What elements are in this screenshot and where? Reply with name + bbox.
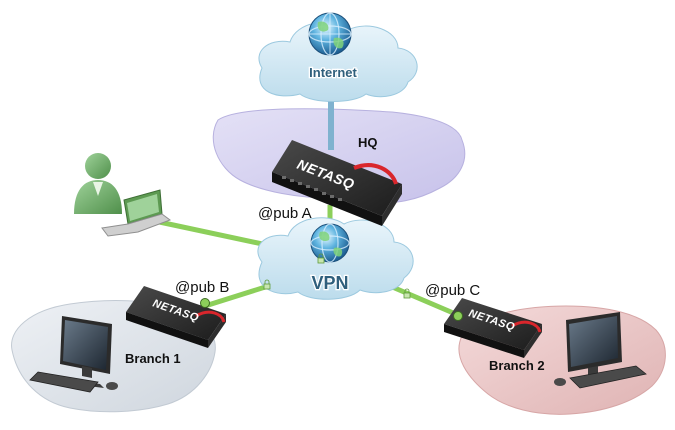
branch2-label: Branch 2 xyxy=(489,358,545,373)
link-branch2-vpn xyxy=(389,283,459,318)
internet-label: Internet xyxy=(309,65,357,80)
pub-c-label: @pub C xyxy=(425,282,480,299)
laptop-icon xyxy=(101,189,172,237)
status-led-icon xyxy=(453,311,463,321)
hq-firewall: NETASQ xyxy=(272,140,402,226)
pub-a-label: @pub A xyxy=(258,205,312,222)
desktop-computer-icon xyxy=(29,316,118,393)
status-led-icon xyxy=(200,298,210,308)
globe-icon xyxy=(310,223,350,263)
globe-icon xyxy=(308,12,352,56)
hq-label: HQ xyxy=(358,135,378,150)
branch1-label: Branch 1 xyxy=(125,351,181,366)
user-icon xyxy=(74,153,122,214)
lock-icon xyxy=(403,288,411,299)
branch1-firewall: NETASQ xyxy=(126,286,226,348)
vpn-label: VPN xyxy=(311,273,348,293)
internet-cloud: Internet xyxy=(258,21,418,102)
lock-icon xyxy=(263,279,271,290)
pub-b-label: @pub B xyxy=(175,279,229,296)
desktop-computer-icon xyxy=(554,312,647,389)
lock-icon xyxy=(317,253,325,264)
